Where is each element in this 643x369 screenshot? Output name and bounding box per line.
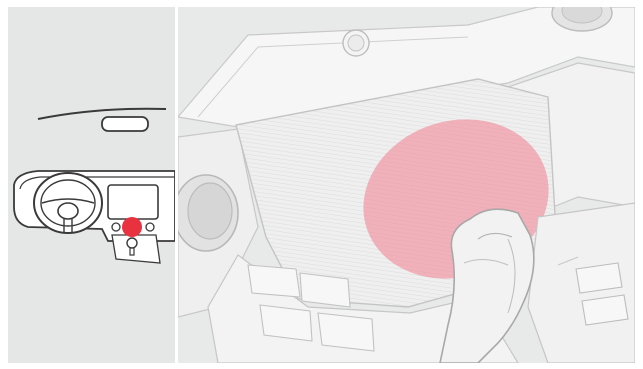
- dashboard-overview-drawing: [8, 7, 175, 363]
- knob-right: [146, 223, 154, 231]
- knob-left: [112, 223, 120, 231]
- left-knob-icon: [178, 175, 238, 251]
- top-round-button: [343, 30, 369, 56]
- windshield-line: [38, 109, 166, 119]
- center-screen: [108, 185, 158, 219]
- console-closeup-drawing: [178, 7, 635, 363]
- steering-wheel-icon: [34, 173, 102, 233]
- overview-panel: [8, 7, 175, 363]
- highlight-marker: [122, 217, 142, 237]
- detail-panel: [178, 7, 635, 363]
- mirror-icon: [102, 117, 148, 131]
